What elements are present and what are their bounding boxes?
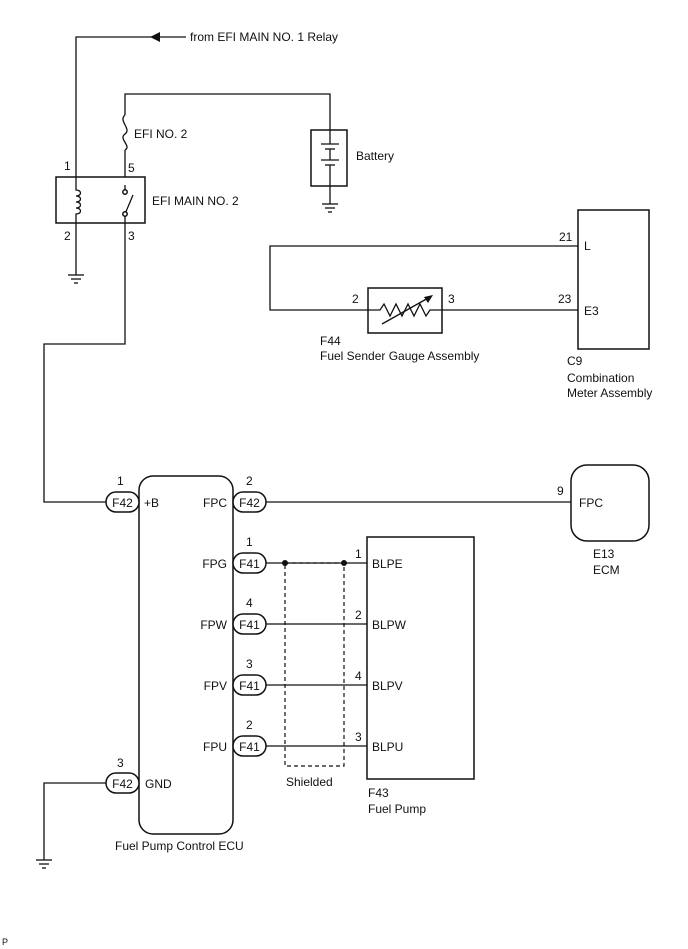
ecm-pin-label: FPC [579, 496, 603, 510]
shield-junction-left [282, 560, 288, 566]
sender-pin-left: 2 [352, 292, 359, 306]
connector-f42-fpc-label: F42 [239, 496, 260, 510]
pump-pin-4-num: 4 [355, 669, 362, 683]
meter-code: C9 [567, 354, 583, 368]
ecm-pin-num: 9 [557, 484, 564, 498]
connector-f42-gnd [105, 772, 140, 794]
meter-pin-l: L [584, 239, 591, 253]
meter-pin-23: 23 [558, 292, 572, 306]
meter-pin-e3: E3 [584, 304, 599, 318]
pump-pin-blpv: BLPV [372, 679, 403, 693]
ecu-fpc-label: FPC [203, 496, 227, 510]
ecu-fpu-label: FPU [203, 740, 227, 754]
ecu-fpv-label: FPV [204, 679, 227, 693]
connector-f41-fpu-label: F41 [239, 740, 260, 754]
ecm-name: ECM [593, 563, 620, 577]
wire-relay-to-ecu-b [43, 216, 126, 503]
shield-outline [284, 562, 345, 767]
shielded-label: Shielded [286, 775, 333, 789]
battery-label: Battery [356, 149, 394, 163]
efi-main2-relay-box [55, 176, 146, 224]
relay-switch-icon [122, 185, 134, 217]
ecu-fpg-pin-num: 1 [246, 535, 253, 549]
meter-name-line1: Combination [567, 371, 634, 385]
wire-battery-feed [124, 93, 331, 130]
efi-main1-relay-label: from EFI MAIN NO. 1 Relay [190, 30, 338, 44]
sender-pin-right: 3 [448, 292, 455, 306]
sender-code: F44 [320, 334, 341, 348]
efi-main2-label: EFI MAIN NO. 2 [152, 194, 239, 208]
meter-pin-21: 21 [559, 230, 573, 244]
ecu-gnd-label: GND [145, 777, 172, 791]
wire-meter-l [269, 245, 578, 311]
relay-pin-1: 1 [64, 159, 71, 173]
connector-f41-fpv-label: F41 [239, 679, 260, 693]
variable-resistor-icon [368, 295, 442, 325]
pump-pin-2-num: 2 [355, 608, 362, 622]
ecu-b-label: +B [144, 496, 159, 510]
ecm-code: E13 [593, 547, 615, 561]
pump-pin-3-num: 3 [355, 730, 362, 744]
ecu-fpc-pin-num: 2 [246, 474, 253, 488]
ground-icon [68, 274, 84, 284]
fuel-pump-box [366, 536, 475, 780]
ecu-fpw-pin-num: 4 [246, 596, 253, 610]
shield-junction-right [341, 560, 347, 566]
battery-icon [321, 130, 339, 204]
pump-pin-blpe: BLPE [372, 557, 403, 571]
ground-icon [36, 859, 52, 869]
relay-pin-2: 2 [64, 229, 71, 243]
pump-code: F43 [368, 786, 389, 800]
page-mark: P [2, 937, 8, 947]
ecu-fpv-pin-num: 3 [246, 657, 253, 671]
relay-pin-5: 5 [128, 161, 135, 175]
ecu-fpu-pin-num: 2 [246, 718, 253, 732]
ecm-box [570, 464, 650, 542]
relay-coil-icon [75, 177, 82, 275]
connector-f41-fpg-label: F41 [239, 557, 260, 571]
pump-pin-1-num: 1 [355, 547, 362, 561]
connector-f42-b [105, 491, 140, 513]
ecu-gnd-pin-num: 3 [117, 756, 124, 770]
connector-f41-fpw-label: F41 [239, 618, 260, 632]
ecu-name: Fuel Pump Control ECU [115, 839, 244, 853]
efi-no2-label: EFI NO. 2 [134, 127, 188, 141]
wire-ecu-gnd [43, 782, 106, 860]
sender-name: Fuel Sender Gauge Assembly [320, 349, 479, 363]
ecu-b-pin-num: 1 [117, 474, 124, 488]
pump-pin-blpw: BLPW [372, 618, 407, 632]
relay-pin-3: 3 [128, 229, 135, 243]
pump-name: Fuel Pump [368, 802, 426, 816]
pump-pin-blpu: BLPU [372, 740, 403, 754]
fuse-icon [122, 114, 128, 151]
arrow-icon [150, 32, 160, 42]
combination-meter-box [577, 209, 650, 350]
battery-box [310, 129, 348, 187]
ecu-fpg-label: FPG [202, 557, 227, 571]
meter-name-line2: Meter Assembly [567, 386, 652, 400]
connector-f42-gnd-label: F42 [112, 777, 133, 791]
connector-f42-b-label: F42 [112, 496, 133, 510]
ecu-fpw-label: FPW [200, 618, 227, 632]
ground-icon [322, 203, 338, 213]
fuel-pump-control-ecu-box [138, 475, 234, 835]
